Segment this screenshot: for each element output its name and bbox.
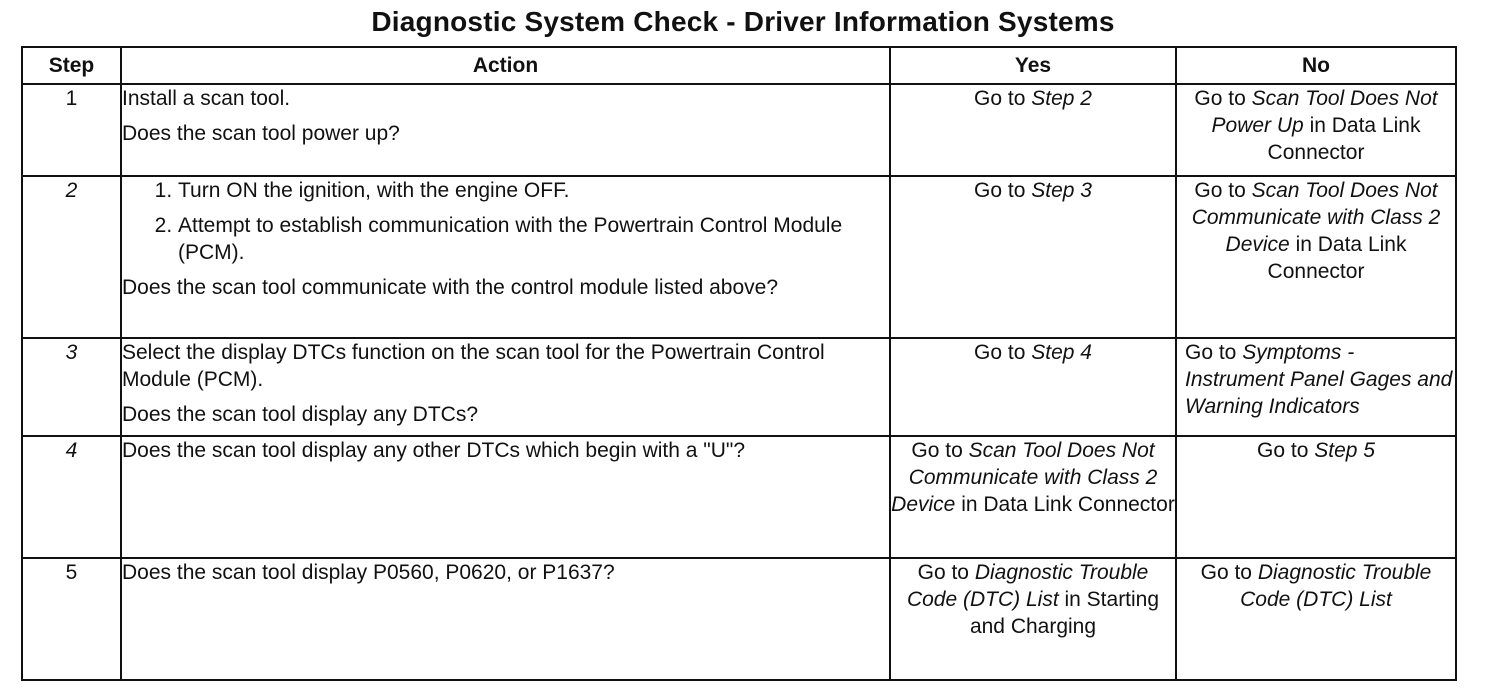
no-prefix: Go to	[1257, 439, 1315, 462]
action-question: Does the scan tool display P0560, P0620,…	[122, 561, 615, 584]
step-number-text: 2	[65, 179, 78, 202]
yes-cell: Go to Step 3	[889, 175, 1177, 339]
yes-suffix: in Data Link Connector	[955, 493, 1175, 516]
no-suffix: in Data Link Connector	[1267, 114, 1421, 164]
action-step: Attempt to establish communication with …	[178, 212, 889, 266]
action-cell: Select the display DTCs function on the …	[120, 337, 891, 437]
action-cell: Does the scan tool display P0560, P0620,…	[120, 557, 891, 681]
step-number-text: 3	[65, 341, 78, 364]
no-reference: Step 5	[1314, 439, 1375, 462]
header-yes: Yes	[889, 46, 1177, 85]
table-row: 5 Does the scan tool display P0560, P062…	[21, 557, 1457, 681]
no-prefix: Go to	[1185, 341, 1243, 364]
header-action: Action	[120, 46, 891, 85]
no-prefix: Go to	[1194, 87, 1252, 110]
yes-reference: Step 4	[1031, 341, 1092, 364]
no-suffix: in Data Link Connector	[1267, 233, 1407, 283]
action-cell: Does the scan tool display any other DTC…	[120, 435, 891, 559]
yes-suffix: in Starting and Charging	[969, 588, 1160, 638]
action-steps-list: Turn ON the ignition, with the engine OF…	[122, 177, 889, 266]
page-title: Diagnostic System Check - Driver Informa…	[371, 6, 1115, 37]
yes-cell: Go to Step 2	[889, 83, 1177, 177]
yes-cell: Go to Step 4	[889, 337, 1177, 437]
table-row: 2 Turn ON the ignition, with the engine …	[21, 175, 1457, 339]
step-number: 3	[21, 337, 122, 437]
no-prefix: Go to	[1194, 179, 1252, 202]
no-cell: Go to Symptoms - Instrument Panel Gages …	[1175, 337, 1457, 437]
step-number: 4	[21, 435, 122, 559]
diagnostic-table: Step Action Yes No 1 Install a scan tool…	[21, 46, 1457, 681]
yes-reference: Step 2	[1031, 87, 1092, 110]
yes-cell: Go to Scan Tool Does Not Communicate wit…	[889, 435, 1177, 559]
no-cell: Go to Diagnostic Trouble Code (DTC) List	[1175, 557, 1457, 681]
no-cell: Go to Step 5	[1175, 435, 1457, 559]
no-cell: Go to Scan Tool Does Not Power Up in Dat…	[1175, 83, 1457, 177]
step-number: 1	[21, 83, 122, 177]
table-row: 3 Select the display DTCs function on th…	[21, 337, 1457, 437]
yes-prefix: Go to	[974, 179, 1032, 202]
action-cell: Install a scan tool. Does the scan tool …	[120, 83, 891, 177]
yes-reference: Scan Tool Does Not Communicate with Clas…	[891, 439, 1158, 516]
no-reference: Symptoms - Instrument Panel Gages and Wa…	[1185, 341, 1453, 418]
step-number-text: 4	[65, 439, 78, 462]
no-reference: Scan Tool Does Not Communicate with Clas…	[1191, 179, 1441, 256]
action-question: Does the scan tool display any DTCs?	[122, 403, 479, 426]
action-cell: Turn ON the ignition, with the engine OF…	[120, 175, 891, 339]
header-no: No	[1175, 46, 1457, 85]
yes-prefix: Go to	[974, 341, 1032, 364]
step-number: 5	[21, 557, 122, 681]
header-step: Step	[21, 46, 122, 85]
yes-prefix: Go to	[974, 87, 1032, 110]
yes-reference: Diagnostic Trouble Code (DTC) List	[906, 561, 1149, 611]
table-row: 1 Install a scan tool. Does the scan too…	[21, 83, 1457, 177]
no-prefix: Go to	[1200, 561, 1258, 584]
action-text: Select the display DTCs function on the …	[122, 341, 825, 391]
step-number: 2	[21, 175, 122, 339]
yes-prefix: Go to	[911, 439, 969, 462]
action-step: Turn ON the ignition, with the engine OF…	[178, 177, 889, 204]
table-row: 4 Does the scan tool display any other D…	[21, 435, 1457, 559]
no-reference: Scan Tool Does Not Power Up	[1211, 87, 1438, 137]
action-question: Does the scan tool communicate with the …	[122, 276, 779, 299]
header-row: Step Action Yes No	[21, 46, 1457, 85]
yes-cell: Go to Diagnostic Trouble Code (DTC) List…	[889, 557, 1177, 681]
no-reference: Diagnostic Trouble Code (DTC) List	[1240, 561, 1432, 611]
no-cell: Go to Scan Tool Does Not Communicate wit…	[1175, 175, 1457, 339]
action-text: Install a scan tool.	[122, 87, 291, 110]
action-question: Does the scan tool power up?	[122, 122, 400, 145]
yes-prefix: Go to	[917, 561, 975, 584]
yes-reference: Step 3	[1031, 179, 1092, 202]
action-question: Does the scan tool display any other DTC…	[122, 439, 746, 462]
